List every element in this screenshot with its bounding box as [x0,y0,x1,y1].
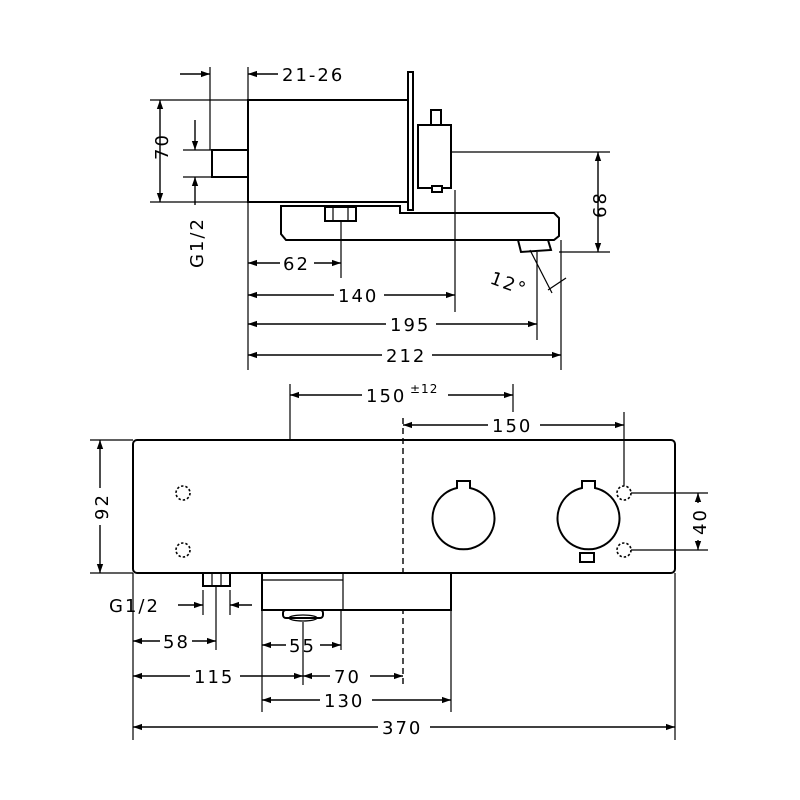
dim-40: 40 [690,508,711,535]
dim-angle: 12° [487,268,530,301]
mount-hole-right-top [616,485,632,501]
spout-nut [324,206,357,222]
dim-115: 115 [194,667,234,688]
dim-212: 212 [386,346,426,367]
inlet-stub [211,149,249,178]
mount-hole-left-bottom [175,542,191,558]
dim-offset-tolerance: ±12 [410,382,438,396]
dim-55: 55 [289,636,316,657]
dim-370: 370 [382,718,422,739]
dim-62: 62 [283,254,310,275]
dim-58: 58 [163,632,190,653]
mount-hole-left-top [175,485,191,501]
knob-left [431,480,496,551]
dim-130: 130 [324,691,364,712]
dim-thread-front: G1/2 [109,596,160,617]
dim-70: 70 [334,667,361,688]
aerator [516,239,553,254]
mixer-body [247,99,409,203]
knob-side [417,124,452,189]
dim-spout-height: 68 [590,191,611,218]
dim-92: 92 [92,493,113,520]
spout-front [261,572,452,611]
dim-thread-side: G1/2 [187,217,208,268]
dim-150: 150 [492,416,532,437]
dim-offset: 150 [366,386,406,407]
dim-195: 195 [390,315,430,336]
dim-wall-depth: 21-26 [282,65,344,86]
inlet-nut [202,572,231,587]
spout [280,205,560,241]
side-view: 21-26 70 G1/2 68 12° 62 140 195 212 [150,65,611,370]
front-view: 150 ±12 150 92 40 G1/2 58 55 115 70 [90,382,711,740]
mount-hole-right-bottom [616,542,632,558]
dim-140: 140 [338,286,378,307]
knob-right [556,480,621,551]
dim-height: 70 [152,133,173,160]
